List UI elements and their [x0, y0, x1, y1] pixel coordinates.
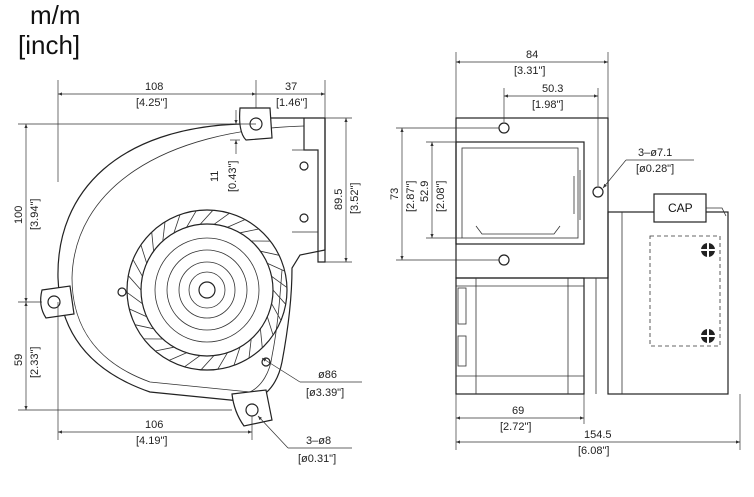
motor-winding-outline [649, 235, 721, 347]
dim-11: 11 [209, 171, 221, 182]
dim-dia-86-in: [ø3.39"] [306, 387, 344, 399]
unit-inch: [inch] [18, 30, 80, 60]
impeller-blade [266, 316, 274, 336]
impeller-blade [233, 347, 241, 366]
terminal-upper [701, 243, 715, 257]
impeller-blade [260, 250, 280, 256]
impeller-blade [173, 214, 181, 233]
dim-11-in: [0.43"] [227, 161, 239, 192]
dim-84-in: [3.31"] [514, 65, 545, 77]
scroll-housing-outline [57, 117, 326, 403]
dim-84: 84 [526, 49, 538, 61]
impeller-blade [217, 352, 228, 370]
impeller-blade [184, 355, 201, 368]
impeller-blade [200, 355, 215, 371]
impeller-blade [140, 244, 148, 264]
dim-89-5: 89.5 [333, 189, 345, 210]
impeller-blade [260, 328, 263, 348]
dim-154-5: 154.5 [584, 429, 612, 441]
blower-body [455, 277, 585, 395]
impeller-blade [168, 352, 187, 361]
front-view-dimensions: 108 [4.25"] 37 [1.46"] 11 [0.43"] 89.5 [… [13, 80, 362, 465]
dim-52-9: 52.9 [419, 181, 431, 202]
impeller [126, 209, 288, 371]
left-mount-tab [40, 285, 75, 319]
impeller-blade [248, 338, 252, 359]
impeller-blade [272, 289, 286, 305]
impeller-blade [162, 221, 166, 242]
dim-154-5-in: [6.08"] [578, 445, 609, 457]
impeller-blade [151, 232, 154, 252]
impeller-blade [128, 275, 142, 291]
dim-holes-7-1-in: [ø0.28"] [636, 163, 674, 175]
impeller-blade [271, 303, 282, 321]
dim-50-3-in: [1.98"] [532, 99, 563, 111]
impeller-blade [239, 228, 259, 234]
capacitor [653, 193, 707, 223]
bracket-hole-upper [299, 161, 309, 171]
dim-59: 59 [13, 354, 25, 366]
dim-69: 69 [512, 405, 524, 417]
impeller-blade [126, 292, 143, 305]
dim-holes-8: 3–ø8 [306, 435, 331, 447]
dim-holes-7-1: 3–ø7.1 [638, 147, 672, 159]
dim-69-in: [2.72"] [500, 421, 531, 433]
outlet-opening [455, 141, 585, 245]
plate-hole-right [592, 186, 604, 198]
dim-73: 73 [389, 188, 401, 200]
dim-100-in: [3.94"] [29, 199, 41, 230]
dim-108-in: [4.25"] [136, 97, 167, 109]
side-view-dimensions: 84 [3.31"] 50.3 [1.98"] 3–ø7.1 [ø0.28"] … [389, 49, 741, 457]
dim-73-in: [2.87"] [405, 181, 417, 212]
impeller-blade [129, 308, 147, 318]
dim-106-in: [4.19"] [136, 435, 167, 447]
impeller-blade [186, 210, 197, 228]
capacitor-label: CAP [668, 201, 693, 215]
outlet-bracket [303, 118, 326, 263]
impeller-blade [199, 209, 214, 225]
impeller-blade [267, 262, 285, 272]
dim-59-in: [2.33"] [29, 347, 41, 378]
dim-106: 106 [145, 419, 163, 431]
dim-100: 100 [13, 206, 25, 224]
dim-52-9-in: [2.08"] [435, 181, 447, 212]
impeller-blade [134, 324, 154, 330]
impeller-blade [132, 259, 143, 277]
dim-50-3: 50.3 [542, 83, 563, 95]
impeller-blade [155, 346, 175, 352]
impeller-blade [227, 219, 246, 228]
dim-37-in: [1.46"] [276, 97, 307, 109]
impeller-blade [271, 275, 288, 288]
dim-37: 37 [285, 81, 297, 93]
unit-mm: m/m [30, 0, 81, 30]
plate-hole-top [498, 122, 510, 134]
bracket-hole-lower [299, 213, 309, 223]
dim-89-5-in: [3.52"] [349, 183, 361, 214]
terminal-lower [701, 329, 715, 343]
plate-hole-bottom [498, 254, 510, 266]
front-view [40, 107, 326, 427]
housing-screw-left [117, 287, 127, 297]
dim-holes-8-in: [ø0.31"] [298, 453, 336, 465]
dim-108: 108 [145, 81, 163, 93]
dim-dia-86: ø86 [318, 369, 337, 381]
motor-body [607, 211, 729, 395]
mount-hole-left [47, 295, 61, 309]
side-view: CAP [455, 117, 729, 395]
impeller-blade [213, 212, 230, 225]
